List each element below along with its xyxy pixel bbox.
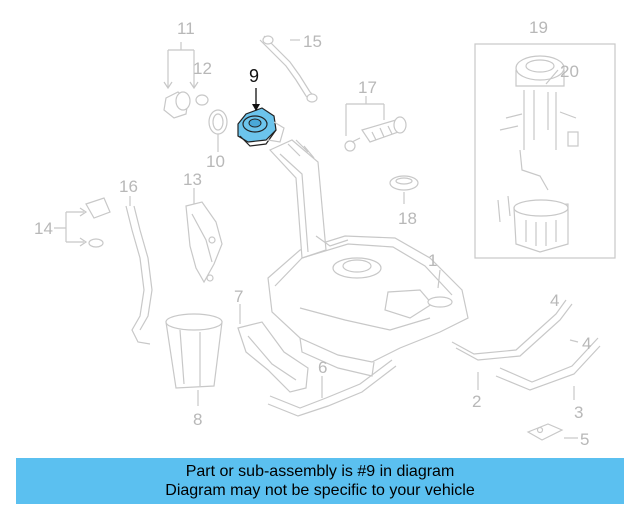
arrow-9 bbox=[252, 104, 260, 111]
callout-16: 16 bbox=[119, 177, 138, 196]
bracket-11 bbox=[167, 42, 195, 88]
vent-hose-part[interactable] bbox=[125, 205, 153, 345]
callout-13: 13 bbox=[183, 170, 202, 189]
callout-11: 11 bbox=[177, 19, 195, 38]
banner-line-2: Diagram may not be specific to your vehi… bbox=[165, 482, 475, 499]
valve-assembly-part[interactable] bbox=[344, 116, 407, 152]
grommet-part[interactable] bbox=[163, 91, 209, 119]
callout-15: 15 bbox=[303, 32, 322, 51]
callout-14: 14 bbox=[34, 219, 53, 238]
fuel-pump-module-part[interactable] bbox=[497, 55, 579, 253]
callout-5: 5 bbox=[580, 430, 589, 449]
heat-shield-part[interactable] bbox=[185, 201, 223, 284]
fuel-tank-part[interactable] bbox=[267, 139, 469, 377]
callout-10: 10 bbox=[206, 152, 225, 171]
callout-4: 4 bbox=[582, 334, 591, 353]
info-banner: Part or sub-assembly is #9 in diagram Di… bbox=[16, 458, 624, 504]
filler-housing-part[interactable] bbox=[165, 313, 223, 389]
callout-1: 1 bbox=[428, 251, 437, 270]
tank-shield-part[interactable] bbox=[237, 321, 309, 393]
callout-20: 20 bbox=[560, 62, 579, 81]
callout-17: 17 bbox=[358, 78, 377, 97]
support-strap-2-part[interactable] bbox=[451, 299, 573, 361]
filler-cap-part-highlighted[interactable] bbox=[237, 107, 285, 147]
parts-diagram: 11 12 9 15 17 19 20 10 16 13 18 14 1 4 7… bbox=[34, 18, 616, 449]
callout-2: 2 bbox=[472, 392, 481, 411]
banner-line-1: Part or sub-assembly is #9 in diagram bbox=[185, 463, 455, 480]
pump-module-box bbox=[474, 43, 616, 259]
callout-3: 3 bbox=[574, 403, 583, 422]
tank-strap-part[interactable] bbox=[267, 359, 397, 417]
callout-19: 19 bbox=[529, 18, 548, 37]
sensor-strap-part[interactable] bbox=[259, 35, 318, 103]
callout-9: 9 bbox=[249, 66, 259, 86]
callout-6: 6 bbox=[318, 358, 327, 377]
callout-18: 18 bbox=[398, 209, 417, 228]
strap-bracket-5-part[interactable] bbox=[526, 423, 564, 441]
support-strap-3-part[interactable] bbox=[495, 337, 601, 391]
callout-4-top: 4 bbox=[550, 291, 559, 310]
check-valve-part[interactable] bbox=[85, 197, 111, 248]
callout-7: 7 bbox=[234, 287, 243, 306]
callout-8: 8 bbox=[193, 410, 202, 429]
callout-12: 12 bbox=[193, 59, 212, 78]
rubber-ring-part[interactable] bbox=[389, 175, 419, 191]
